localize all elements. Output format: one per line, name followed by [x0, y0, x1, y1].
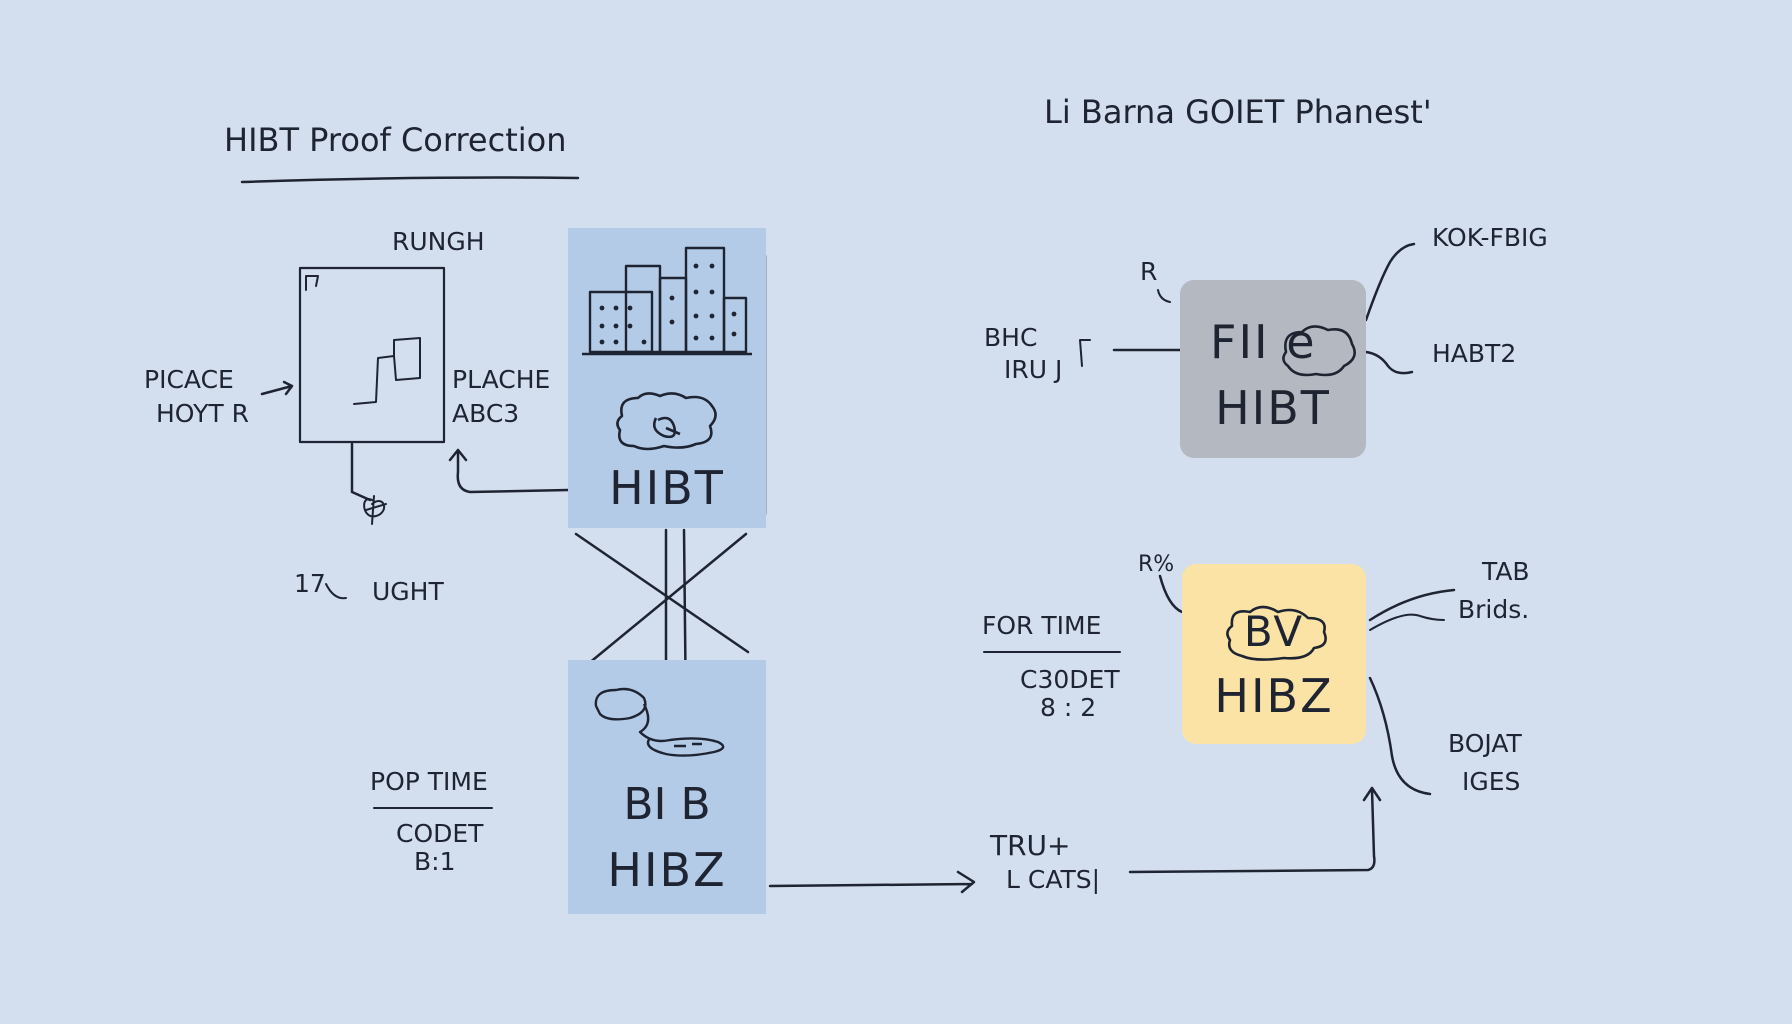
yellow-right-bottom: [1368, 676, 1432, 796]
gray-card-right-top: [1364, 242, 1416, 322]
tile-to-connector-arrow: [768, 870, 976, 894]
yellow-card-top-curl: [1158, 574, 1184, 614]
upper-tile: HIBT: [568, 228, 766, 528]
yellow-code-label-1: C30DET: [1020, 665, 1120, 694]
anchor-symbol: [363, 495, 387, 525]
connector-label-1: TRU+: [990, 829, 1071, 862]
yellow-card-line1: BV: [1243, 607, 1305, 656]
gray-card-left-label-1: BHC: [984, 323, 1038, 352]
title-underline: [240, 176, 580, 184]
yellow-code-label-2: 8 : 2: [1040, 693, 1097, 722]
upper-tile-caption: HIBT: [609, 461, 725, 515]
gray-card-right-bottom-label: HABT2: [1432, 339, 1517, 368]
yellow-time-label: FOR TIME: [982, 611, 1102, 640]
cloud-icon: [594, 687, 725, 757]
frame-right-label-1: PLACHE: [452, 365, 551, 394]
gray-card-line2: HIBT: [1215, 381, 1331, 435]
yellow-right-top-2: [1369, 613, 1445, 631]
blob-icon: [616, 392, 717, 451]
building-icon: [582, 246, 752, 356]
frame-corner-mark: [305, 275, 319, 291]
placeholder-frame: [298, 266, 446, 444]
frame-inner-step: [353, 337, 421, 405]
gray-card-top-mark: R: [1140, 257, 1158, 286]
cloud-icon: [1226, 605, 1327, 661]
frame-left-label-1: PICACE: [144, 365, 234, 394]
yellow-card-line2: HIBZ: [1214, 669, 1334, 723]
gray-card-left-label-2: IRU J: [1004, 355, 1063, 384]
frame-left-label-2: HOYT R: [156, 399, 249, 428]
bottom-squiggle: [325, 583, 347, 600]
frame-left-arrow: [260, 380, 294, 396]
gray-card-left-tick: [1079, 339, 1091, 367]
gray-card: FII e HIBT: [1180, 280, 1366, 458]
frame-bottom-label: UGHT: [372, 577, 444, 606]
lower-tile: BI B HIBZ: [568, 660, 766, 914]
right-title: Li Barna GOIET Phanest': [1044, 93, 1432, 131]
yellow-right-top-label-1: TAB: [1482, 557, 1530, 586]
cloud-icon: [1282, 325, 1356, 377]
frame-down-stem: [350, 442, 372, 502]
frame-right-label-2: ABC3: [452, 399, 520, 428]
gray-card-right-bottom: [1364, 350, 1414, 375]
code-label-2: B:1: [414, 847, 456, 876]
connector-to-card-arrow: [1128, 786, 1382, 874]
yellow-right-bottom-label-1: BOJAT: [1448, 729, 1522, 758]
gray-card-top-curl: [1157, 289, 1171, 303]
code-label-1: CODET: [396, 819, 484, 848]
yellow-right-bottom-label-2: IGES: [1462, 767, 1521, 796]
yellow-card: BV HIBZ: [1182, 564, 1366, 744]
yellow-card-top-mark: R%: [1138, 552, 1175, 577]
pop-time-label: POP TIME: [370, 767, 488, 796]
connector-label-2: L CATS|: [1006, 865, 1101, 894]
gray-card-line1: FII e: [1210, 315, 1317, 369]
frame-top-label: RUNGH: [392, 227, 485, 256]
frame-bottom-num: 17: [294, 569, 326, 598]
left-title: HIBT Proof Correction: [224, 121, 567, 159]
lower-tile-caption-top: BI B: [623, 779, 711, 830]
tile-cross: [574, 528, 750, 722]
hibt-to-frame-arrow: [448, 448, 570, 494]
yellow-right-top-label-2: Brids.: [1458, 595, 1530, 624]
yellow-right-top-1: [1368, 588, 1456, 622]
lower-tile-caption: HIBZ: [607, 843, 727, 897]
gray-card-right-top-label: KOK-FBIG: [1432, 223, 1548, 252]
